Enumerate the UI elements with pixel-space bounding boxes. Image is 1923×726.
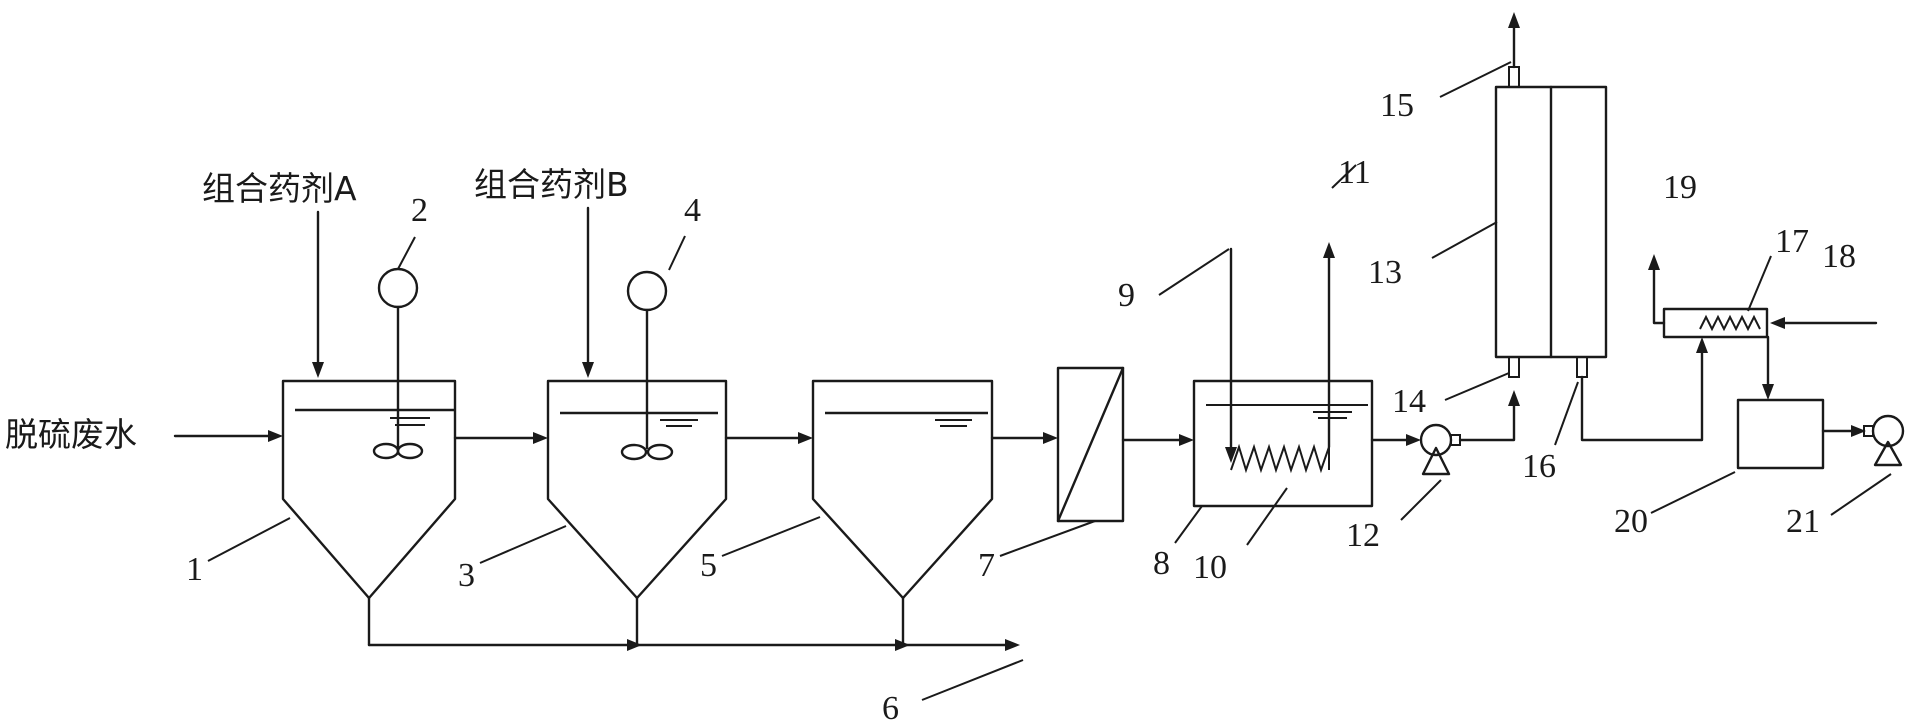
- inlet-line: [173, 430, 283, 442]
- callout-leaders: [207, 61, 1892, 701]
- pump-12: [1419, 423, 1461, 476]
- outlet-port-16: [1576, 356, 1588, 378]
- flow-tank5-to-filter: [990, 432, 1058, 444]
- callout-5: 5: [700, 547, 717, 584]
- flow-17-to-tank20: [1762, 335, 1774, 400]
- callout-11: 11: [1338, 154, 1371, 191]
- filter-7: [1056, 366, 1125, 523]
- membrane-unit-13: [1494, 85, 1608, 359]
- input-18-line: [1770, 317, 1878, 329]
- reagent-a-label: 组合药剂A: [202, 169, 357, 208]
- outlet-11-line: [1323, 242, 1335, 449]
- heating-coil-10: [1230, 443, 1330, 474]
- callout-4: 4: [684, 192, 701, 229]
- outlet-port-15: [1508, 12, 1520, 88]
- callout-17: 17: [1775, 223, 1809, 260]
- flow-tank8-to-pump12: [1370, 434, 1421, 446]
- callout-12: 12: [1346, 517, 1380, 554]
- callout-14: 14: [1392, 383, 1426, 420]
- flow-tank1-to-tank2: [453, 432, 548, 444]
- reagent-b-label: 组合药剂B: [474, 165, 629, 204]
- callout-15: 15: [1380, 87, 1414, 124]
- settling-tank-5: [811, 379, 994, 600]
- flow-tank20-to-pump21: [1821, 425, 1866, 437]
- callout-19: 19: [1663, 169, 1697, 206]
- callout-numbers: 1 2 3 4 5 6 7 8 9 10 11 12 13 14 15 16 1…: [186, 87, 1856, 726]
- reagent-b-line: [582, 206, 594, 378]
- callout-20: 20: [1614, 503, 1648, 540]
- callout-9: 9: [1118, 277, 1135, 314]
- agitator-4: [620, 270, 674, 461]
- tank-8: [1192, 379, 1374, 508]
- flow-pump12-to-inlet14: [1458, 390, 1520, 442]
- tank-20: [1736, 398, 1825, 470]
- callout-16: 16: [1522, 448, 1556, 485]
- agitator-2: [372, 267, 424, 460]
- inlet-label: 脱硫废水: [5, 415, 137, 454]
- reaction-tank-3: [546, 379, 728, 600]
- callout-21: 21: [1786, 503, 1820, 540]
- flow-filter-to-tank8: [1121, 434, 1194, 446]
- sludge-discharge-line: [367, 596, 1020, 651]
- callout-2: 2: [411, 192, 428, 229]
- reaction-tank-1: [281, 379, 457, 600]
- heat-exchanger-17: [1662, 307, 1769, 339]
- callout-13: 13: [1368, 254, 1402, 291]
- callout-10: 10: [1193, 549, 1227, 586]
- inlet-9-line: [1225, 247, 1237, 463]
- reagent-a-line: [312, 210, 324, 378]
- output-19-line: [1648, 254, 1666, 325]
- inlet-port-14: [1508, 356, 1520, 378]
- callout-8: 8: [1153, 545, 1170, 582]
- callout-6: 6: [882, 690, 899, 726]
- callout-1: 1: [186, 551, 203, 588]
- flow-16-to-exchanger17: [1580, 337, 1708, 442]
- pump-21: [1863, 414, 1905, 467]
- callout-18: 18: [1822, 238, 1856, 275]
- callout-3: 3: [458, 557, 475, 594]
- callout-7: 7: [978, 547, 995, 584]
- flow-tank3-to-tank5: [724, 432, 813, 444]
